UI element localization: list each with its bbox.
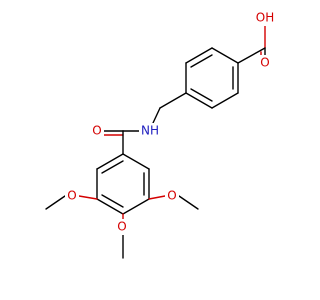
- carboxyl-bond: [237, 47, 266, 64]
- molecule-svg: OH O O NH O O O: [45, 10, 276, 259]
- methoxy-left-o-label-bg: [65, 188, 79, 204]
- ring-a-bond: [211, 92, 239, 109]
- ring-b-bond: [96, 198, 124, 215]
- hydroxyl-label: OH: [256, 11, 274, 25]
- nh-label-bg: [139, 123, 161, 139]
- methoxy-left-methyl-bond: [45, 195, 66, 210]
- carboxyl-o-label-bg: [258, 55, 272, 71]
- methoxy-right-oxygen-label: O: [167, 189, 176, 203]
- ring-a-bond: [185, 92, 213, 109]
- ring-b-bond: [96, 153, 124, 170]
- ring-b-double-bond: [101, 160, 124, 174]
- ring-b-bond: [122, 198, 150, 215]
- ring-a-double-bond: [190, 54, 213, 68]
- bonds-layer: [45, 25, 272, 259]
- amide-o-label-bg: [90, 123, 104, 139]
- ch2-n-bond: [152, 107, 161, 124]
- methoxy-right-methyl-bond: [178, 195, 199, 210]
- ring-a-bond: [211, 47, 239, 64]
- methoxy-left-oxygen-label: O: [67, 189, 76, 203]
- methoxy-bottom-oxygen-label: O: [117, 220, 126, 234]
- methoxy-left-bond: [78, 195, 98, 200]
- amide-nh-label: NH: [141, 124, 159, 138]
- methoxy-right-bond: [148, 195, 166, 200]
- amide-oxygen-label: O: [92, 124, 101, 138]
- oh-label-bg: [254, 10, 276, 26]
- ring-a-bond: [185, 47, 213, 64]
- ring-b-double-bond: [101, 194, 124, 208]
- methoxy-right-o-label-bg: [165, 188, 179, 204]
- methoxy-bottom-o-label-bg: [115, 219, 129, 235]
- ring-b-bond: [122, 153, 150, 170]
- ch2-bond: [159, 92, 187, 109]
- molecule-diagram: OH O O NH O O O: [45, 10, 276, 259]
- ring-a-double-bond: [190, 88, 213, 102]
- atoms-layer: OH O O NH O O O: [65, 10, 276, 235]
- carboxyl-oxygen-label: O: [260, 56, 269, 70]
